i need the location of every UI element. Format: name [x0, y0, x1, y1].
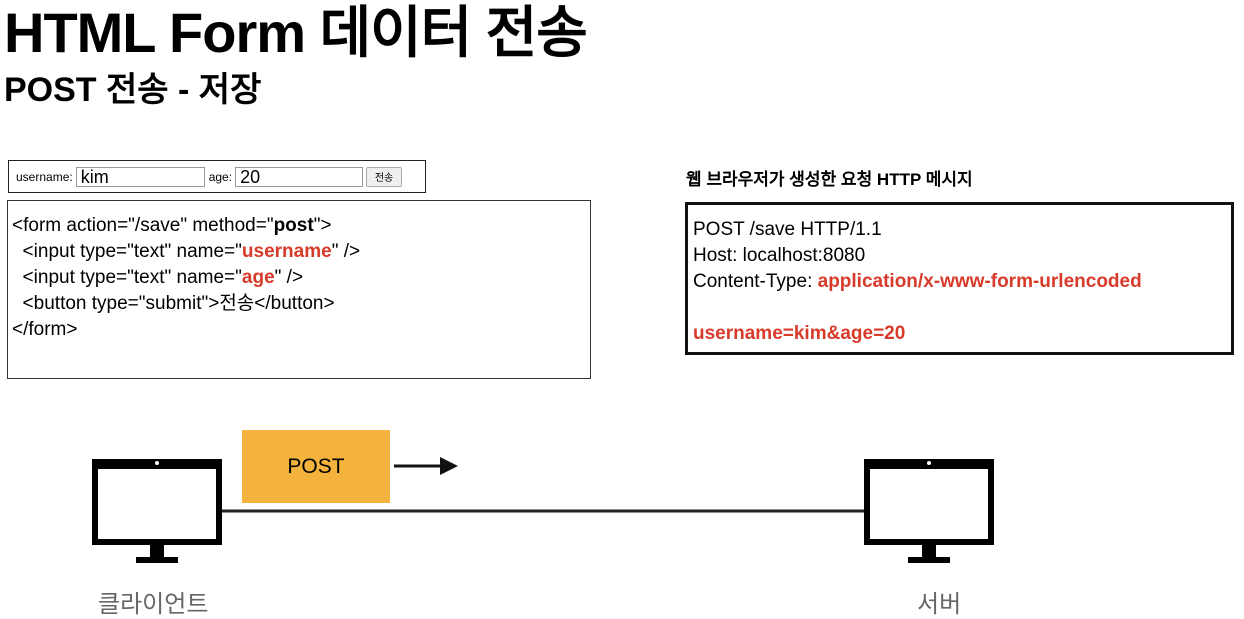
code-text: <button type="submit"> — [12, 293, 220, 314]
request-line: POST /save HTTP/1.1 — [693, 219, 882, 240]
code-text: </button> — [254, 293, 335, 314]
age-label: age: — [208, 169, 233, 184]
arrow-right-icon — [394, 457, 458, 475]
code-method: post — [273, 215, 314, 236]
html-code-box: <form action="/save" method="post"> <inp… — [7, 200, 591, 379]
content-type-header: Content-Type: application/x-www-form-url… — [693, 269, 1231, 295]
code-field-age: age — [241, 267, 275, 288]
code-line-5: </form> — [12, 319, 78, 340]
page-title: HTML Form 데이터 전송 — [4, 1, 588, 64]
page-subtitle: POST 전송 - 저장 — [4, 71, 262, 109]
code-line-2: <input type="text" name="username" /> — [12, 241, 361, 262]
age-input[interactable]: 20 — [235, 166, 364, 187]
code-text: "> — [313, 215, 332, 236]
server-label: 서버 — [917, 591, 962, 618]
message-body: username=kim&age=20 — [693, 323, 906, 344]
code-field-username: username — [241, 241, 332, 262]
code-line-4: <button type="submit">전송</button> — [12, 293, 335, 314]
content-type-value: application/x-www-form-urlencoded — [817, 271, 1142, 292]
post-method-tag: POST — [242, 430, 390, 503]
client-label: 클라이언트 — [98, 591, 209, 618]
code-text: <form action="/save" method=" — [12, 215, 274, 236]
code-line-3: <input type="text" name="age" /> — [12, 267, 304, 288]
http-message-caption: 웹 브라우저가 생성한 요청 HTTP 메시지 — [686, 170, 973, 189]
username-input[interactable]: kim — [75, 166, 205, 187]
code-text: <input type="text" name=" — [12, 267, 242, 288]
submit-button[interactable]: 전송 — [366, 166, 403, 187]
code-line-1: <form action="/save" method="post"> — [12, 215, 332, 236]
server-monitor-icon — [864, 459, 994, 563]
http-message-box: POST /save HTTP/1.1 Host: localhost:8080… — [685, 202, 1234, 355]
client-monitor-icon — [92, 459, 222, 563]
code-button-text: 전송 — [219, 293, 255, 314]
code-text: " /> — [331, 241, 361, 262]
username-label: username: — [16, 169, 73, 184]
content-type-label: Content-Type: — [693, 271, 818, 292]
code-text: <input type="text" name=" — [12, 241, 242, 262]
rendered-form-preview: username: kim age: 20 전송 — [8, 160, 426, 193]
host-header: Host: localhost:8080 — [693, 245, 866, 266]
code-text: " /> — [274, 267, 304, 288]
